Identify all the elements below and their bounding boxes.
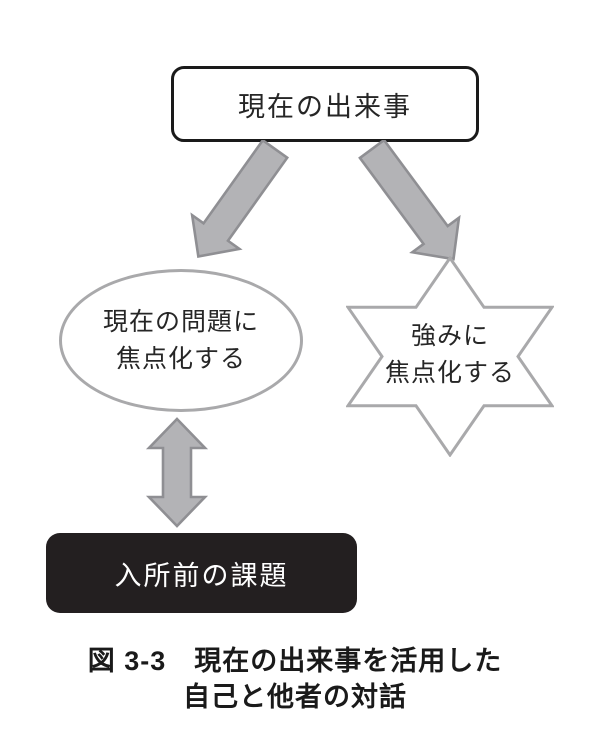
current-events-label: 現在の出来事 (238, 91, 412, 122)
figure-caption: 図 3-3 現在の出来事を活用した 自己と他者の対話 (45, 643, 545, 715)
strengths-star-shape (346, 256, 554, 457)
vertical-double-arrow-icon (145, 417, 209, 528)
current-events-node: 現在の出来事 (171, 66, 479, 142)
strengths-node: 強みに 焦点化する (352, 305, 548, 405)
pre-admission-issues-node: 入所前の課題 (46, 533, 357, 613)
strengths-label-line1: 強みに (410, 322, 489, 350)
down-right-block-arrow-icon (358, 140, 461, 261)
current-problems-node: 現在の問題に 焦点化する (59, 269, 303, 412)
current-problems-label-line1: 現在の問題に (102, 307, 259, 336)
down-left-block-arrow-icon (190, 140, 290, 258)
pre-admission-issues-label: 入所前の課題 (114, 560, 289, 591)
figure-caption-line1: 図 3-3 現在の出来事を活用した (87, 646, 503, 676)
current-problems-label-line2: 焦点化する (115, 344, 246, 373)
figure-caption-line2: 自己と他者の対話 (183, 682, 407, 712)
strengths-label-line2: 焦点化する (384, 359, 515, 387)
